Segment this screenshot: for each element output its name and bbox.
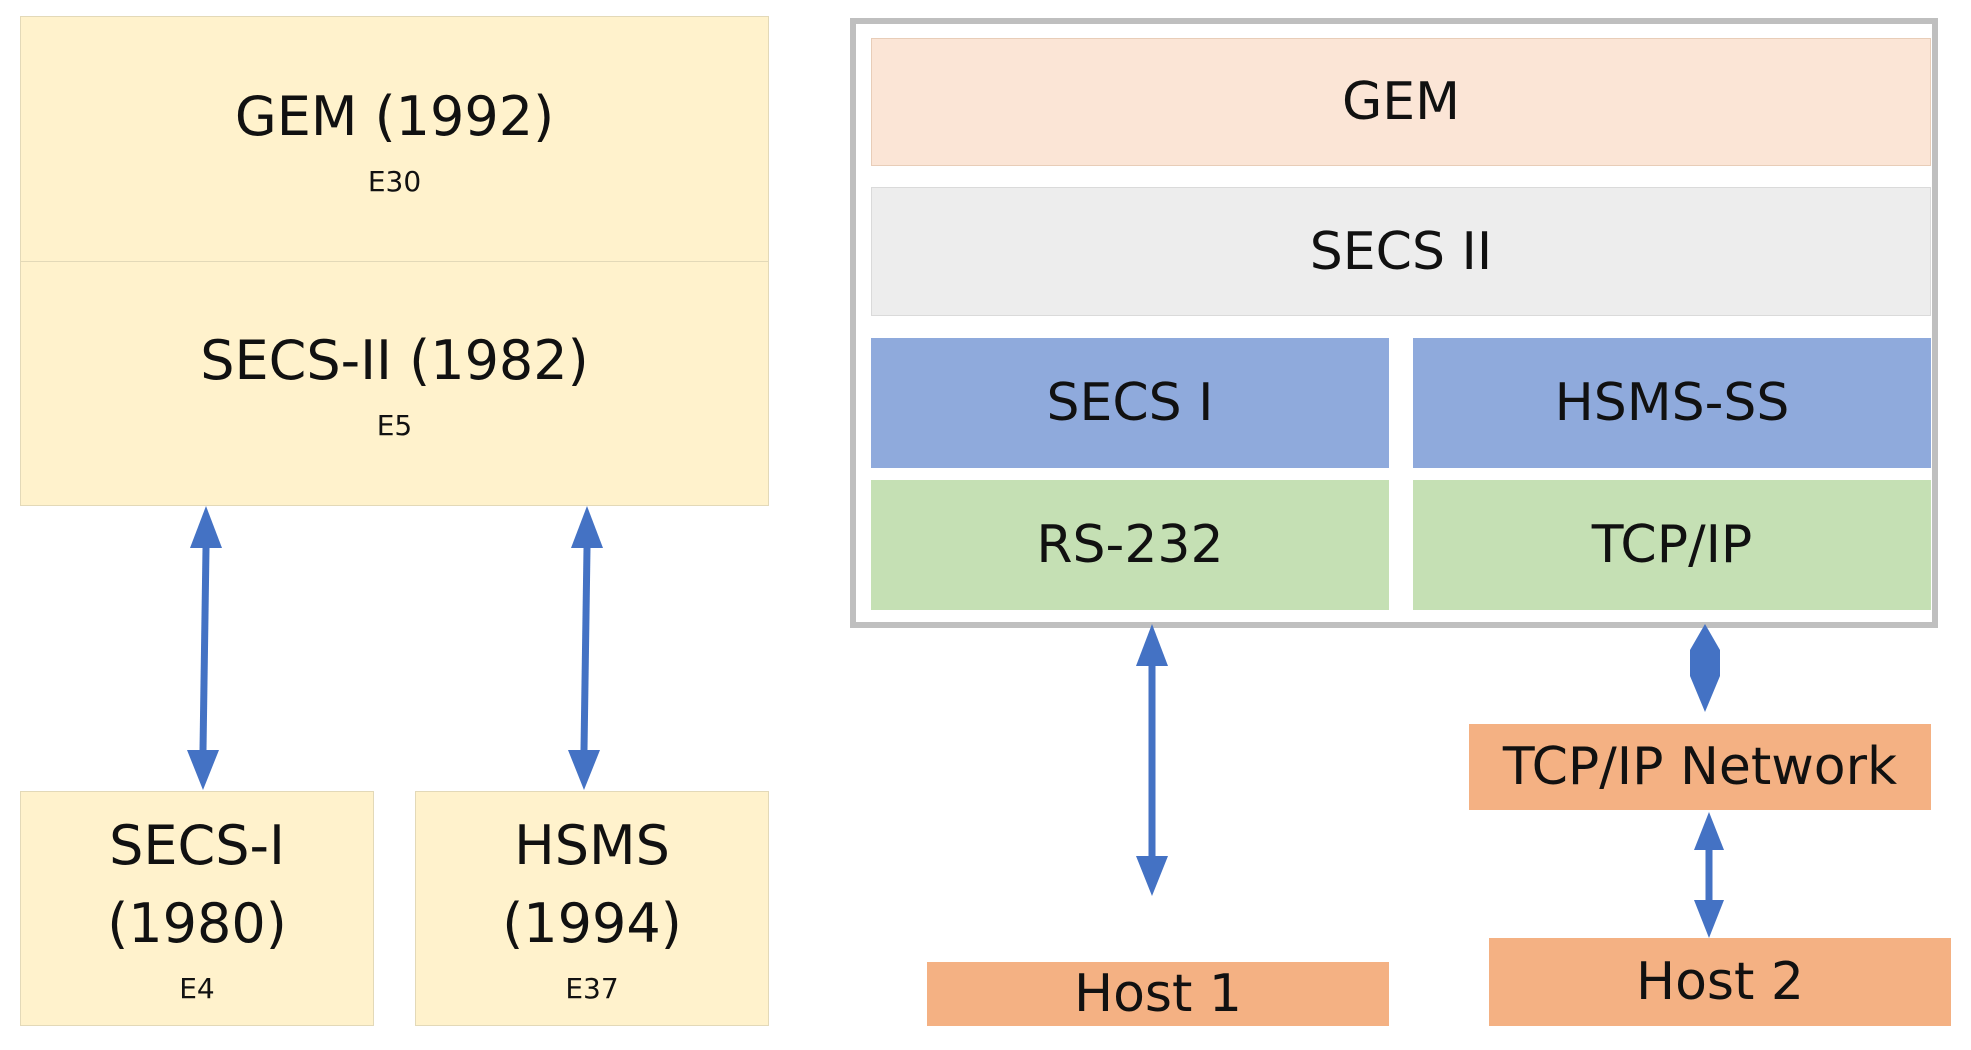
gem-standard-code: E30 xyxy=(367,165,422,198)
hsms-year: (1994) xyxy=(502,892,682,955)
rs-232-layer: RS-232 xyxy=(871,480,1389,610)
secs-i-standard-code: E4 xyxy=(179,972,215,1005)
gem-layer: GEM xyxy=(871,38,1931,166)
hsms-standard-code: E37 xyxy=(565,972,619,1005)
hsms-1994-box: HSMS (1994) E37 xyxy=(415,791,769,1026)
secs-ii-1982-title: SECS-II (1982) xyxy=(200,329,589,392)
secs-ii-hsms-arrow xyxy=(568,506,603,790)
hsms-ss-layer: HSMS-SS xyxy=(1413,338,1931,468)
secs-ii-secs-i-arrow xyxy=(187,506,222,790)
tcp-ip-layer: TCP/IP xyxy=(1413,480,1931,610)
network-host-2-arrow xyxy=(1694,812,1724,938)
secs-ii-layer: SECS II xyxy=(871,187,1931,316)
hsms-title: HSMS xyxy=(514,814,670,877)
gem-1992-box: GEM (1992) E30 xyxy=(20,16,769,262)
secs-i-layer: SECS I xyxy=(871,338,1389,468)
tcp-ip-network-arrow xyxy=(1690,624,1720,712)
host-2-box: Host 2 xyxy=(1489,938,1951,1026)
host-1-box: Host 1 xyxy=(927,962,1389,1026)
rs-232-host-1-arrow xyxy=(1136,624,1168,896)
secs-i-title: SECS-I xyxy=(109,814,285,877)
tcp-ip-network-box: TCP/IP Network xyxy=(1469,724,1931,810)
gem-1992-title: GEM (1992) xyxy=(234,85,555,148)
secs-i-year: (1980) xyxy=(107,892,287,955)
secs-ii-standard-code: E5 xyxy=(376,409,413,442)
secs-i-1980-box: SECS-I (1980) E4 xyxy=(20,791,374,1026)
secs-ii-1982-box: SECS-II (1982) E5 xyxy=(20,261,769,506)
